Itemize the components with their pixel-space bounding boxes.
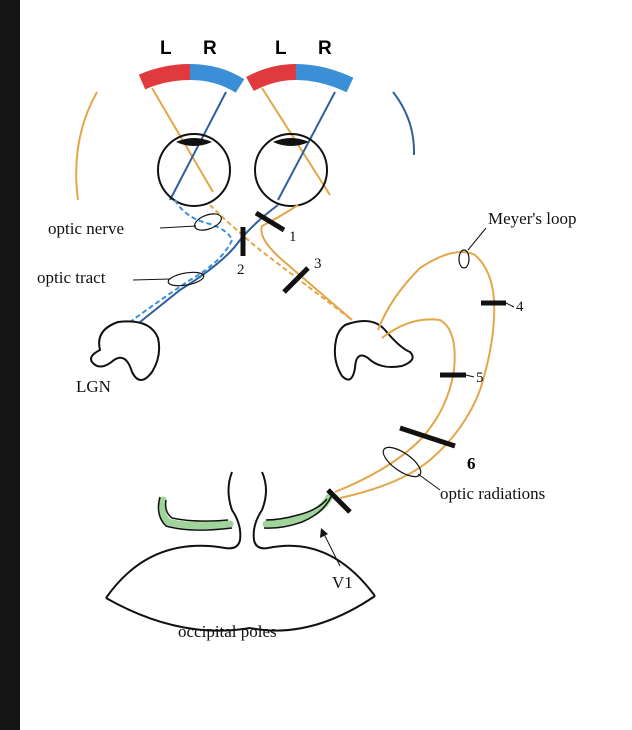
lesion-3-bar: [282, 266, 310, 294]
right-eye-left-field-arc: [246, 64, 297, 92]
v1-outlines: [157, 491, 334, 531]
light-rays: [151, 87, 336, 201]
lesion-4-label: 4: [516, 299, 524, 315]
lesion-2-label: 2: [237, 262, 245, 278]
lesion-v1-bar: [326, 488, 352, 514]
lesion-6-label: 6: [467, 454, 476, 473]
visual-fields: [138, 64, 354, 93]
left-peripheral-field: [75, 91, 98, 201]
right-v1: [262, 492, 334, 528]
lgn-label: LGN: [76, 377, 111, 396]
right-occipital-outline: [252, 471, 376, 597]
optic-nerve-label: optic nerve: [48, 219, 124, 238]
optic-radiations-label: optic radiations: [440, 484, 545, 503]
optic-nerve-marker: [159, 213, 222, 231]
right-lgn: [333, 320, 414, 381]
optic-fibres: [129, 199, 353, 323]
lesion-markers: [240, 210, 506, 514]
right-peripheral-field: [392, 91, 416, 156]
right-eye-field-l-label: L: [275, 38, 287, 59]
right-eye: [254, 133, 328, 207]
right-eye-right-field-arc: [295, 64, 354, 93]
lesion-1-label: 1: [289, 229, 297, 245]
optic-tract-marker: [132, 271, 205, 287]
left-v1: [158, 496, 234, 530]
occipital-lobes: [105, 471, 376, 632]
left-edge-bar: [0, 0, 20, 730]
lesion-leaders: [465, 302, 515, 378]
v1-pointer: [320, 528, 341, 567]
meyers-loop-label: Meyer's loop: [488, 209, 577, 228]
optic-tract-label: optic tract: [37, 268, 106, 287]
lesion-1-bar: [254, 210, 286, 233]
v1-regions: [158, 492, 334, 530]
optic-radiations-marker: [382, 446, 441, 491]
meyers-loop-marker: [458, 227, 487, 269]
lesion-6-bar: [399, 425, 456, 449]
left-lgn: [90, 320, 161, 381]
lesion-5-label: 5: [476, 370, 484, 386]
left-eye-field-l-label: L: [160, 38, 172, 59]
occipital-poles-label: occipital poles: [178, 622, 277, 641]
left-eye: [157, 133, 231, 207]
left-occipital-outline: [105, 471, 242, 599]
lesion-3-label: 3: [314, 256, 322, 272]
left-eye-field-r-label: R: [203, 38, 217, 59]
right-eye-field-r-label: R: [318, 38, 332, 59]
v1-label: V1: [332, 573, 353, 592]
left-eye-left-field-arc: [138, 64, 191, 90]
left-eye-right-field-arc: [189, 64, 245, 93]
